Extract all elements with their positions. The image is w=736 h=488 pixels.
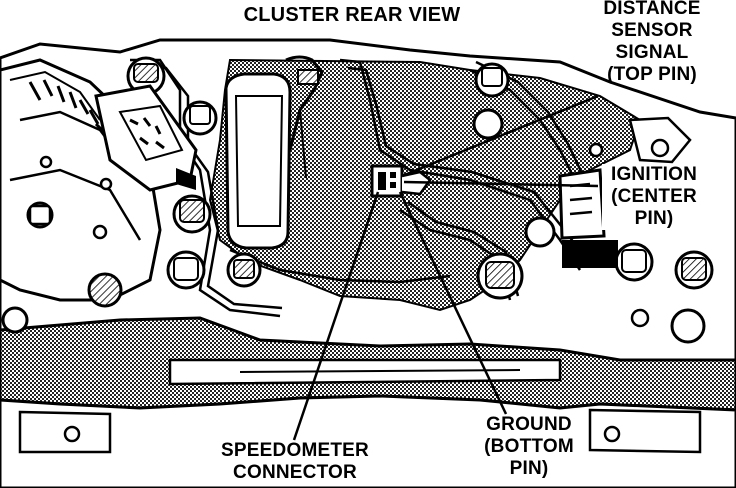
callout-ignition: IGNITION (CENTER PIN) [602, 164, 706, 230]
leader-distance-sensor [401, 94, 599, 178]
left-connector-block [94, 84, 198, 192]
leader-speedometer [292, 191, 380, 441]
center-bezel [224, 55, 324, 250]
socket-10 [614, 242, 654, 282]
socket-5 [226, 252, 262, 288]
socket-14 [588, 142, 604, 158]
callout-distance-sensor-line-3: SIGNAL [615, 42, 689, 63]
socket-9 [524, 216, 556, 248]
socket-1 [126, 56, 166, 96]
callout-ground: GROUND (BOTTOM PIN) [474, 414, 584, 480]
callout-distance-sensor-line-2: SENSOR [611, 20, 693, 41]
socket-7 [472, 108, 504, 140]
callout-speedometer-line-2: CONNECTOR [233, 462, 357, 483]
socket-6 [474, 62, 510, 98]
socket-12 [670, 308, 706, 344]
leader-ground [398, 191, 508, 415]
socket-4 [166, 250, 206, 290]
callout-ground-line-2: (BOTTOM [484, 436, 574, 457]
callout-speedometer-line-1: SPEEDOMETER [221, 440, 369, 461]
callout-ground-line-3: PIN) [509, 458, 549, 479]
callout-ignition-line-1: IGNITION [610, 164, 698, 185]
socket-3 [172, 194, 212, 234]
leader-ignition [403, 180, 599, 188]
callout-ignition-line-3: PIN) [634, 208, 674, 229]
socket-2 [182, 100, 218, 136]
callout-distance-sensor-line-1: DISTANCE [603, 0, 701, 19]
diagram-title: CLUSTER REAR VIEW [243, 4, 461, 26]
callout-distance-sensor-line-4: (TOP PIN) [607, 64, 697, 85]
callout-speedometer-connector: SPEEDOMETER CONNECTOR [210, 440, 380, 484]
callout-ignition-line-2: (CENTER [611, 186, 697, 207]
lamp-sockets [126, 56, 714, 344]
socket-11 [674, 250, 714, 290]
leader-lines [292, 94, 599, 441]
callout-ground-line-1: GROUND [486, 414, 572, 435]
socket-13 [630, 308, 650, 328]
callout-distance-sensor: DISTANCE SENSOR SIGNAL (TOP PIN) [592, 0, 712, 86]
socket-8 [476, 252, 524, 300]
